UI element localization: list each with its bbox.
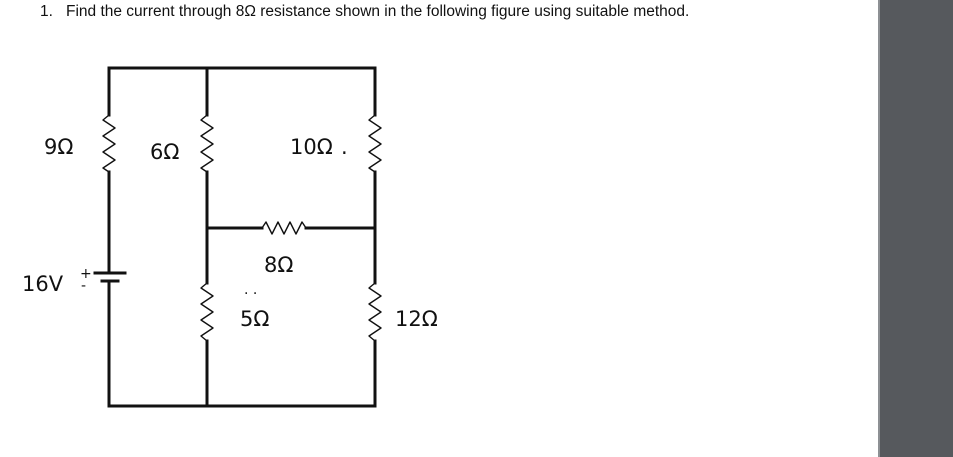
battery-plus-sign: + xyxy=(80,266,92,282)
label-6-ohm: 6Ω xyxy=(150,140,179,164)
question-body: Find the current through 8Ω resistance s… xyxy=(66,3,690,20)
question-text: 1. Find the current through 8Ω resistance… xyxy=(40,3,689,21)
resistor-9 xyxy=(102,114,116,173)
circuit-diagram: 9Ω 6Ω 10Ω . 8Ω · · 5Ω 12Ω 16V + - xyxy=(22,66,438,408)
resistor-5 xyxy=(200,282,214,342)
dot-after-10: . xyxy=(341,135,348,159)
scrollbar[interactable] xyxy=(878,0,953,457)
dots-near-5: · · xyxy=(244,286,257,302)
question-number: 1. xyxy=(40,3,53,20)
scrollbar-edge xyxy=(878,0,880,457)
label-8-ohm: 8Ω xyxy=(264,253,293,277)
resistor-10 xyxy=(368,114,382,173)
resistor-8 xyxy=(261,221,307,235)
label-16v: 16V xyxy=(22,272,64,296)
battery-minus-sign: - xyxy=(81,278,86,294)
label-5-ohm: 5Ω xyxy=(240,307,269,331)
resistor-6 xyxy=(200,114,214,173)
resistor-12 xyxy=(368,282,382,342)
label-10-ohm: 10Ω xyxy=(290,135,333,159)
label-12-ohm: 12Ω xyxy=(395,307,438,331)
label-9-ohm: 9Ω xyxy=(44,135,73,159)
